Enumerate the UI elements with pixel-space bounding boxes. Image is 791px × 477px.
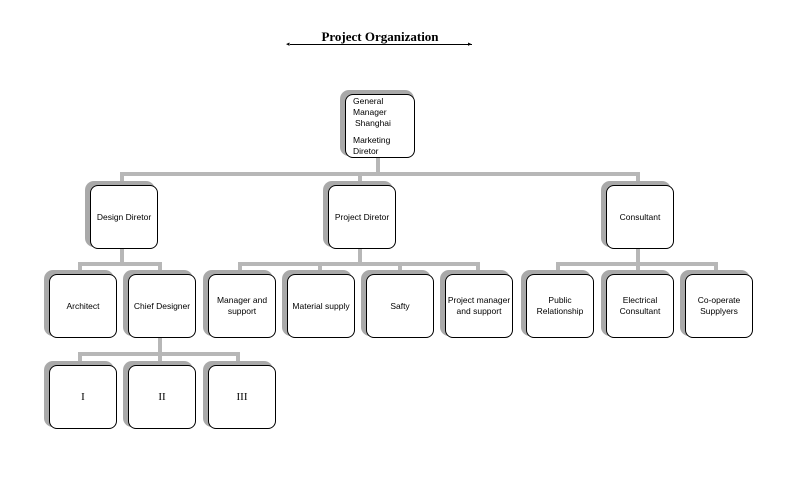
connector-to-project [358, 172, 362, 184]
node-team-3-label: III [236, 390, 248, 403]
node-cooperate-supplyers-line2: Supplyers [700, 306, 738, 316]
chart-title: Project Organization [321, 29, 439, 44]
node-general-manager: General Manager Shanghai Marketing Diret… [345, 94, 415, 158]
node-project-manager-line1: Project manager [447, 295, 511, 305]
connector-to-safty [398, 262, 402, 272]
connector-to-manager-support [238, 262, 242, 272]
node-chief-designer-label: Chief Designer [133, 300, 191, 311]
connector-level1-bar [120, 172, 640, 176]
node-project-diretor-label: Project Diretor [334, 211, 390, 222]
node-consultant-label: Consultant [619, 211, 661, 222]
node-design-diretor: Design Diretor [90, 185, 158, 249]
connector-chief-down [158, 336, 162, 356]
node-team-2-label: II [158, 390, 166, 403]
node-safty: Safty [366, 274, 434, 338]
node-material-supply: Material supply [287, 274, 355, 338]
node-architect: Architect [49, 274, 117, 338]
title-underline [290, 44, 472, 45]
node-team-1-label: I [81, 390, 85, 403]
connector-consultant-down [636, 246, 640, 266]
node-safty-label: Safty [390, 300, 410, 311]
connector-to-material-supply [318, 262, 322, 272]
connector-project-down [358, 246, 362, 266]
connector-to-architect [78, 262, 82, 272]
node-manager-and-support-line2: support [227, 306, 257, 316]
node-general-manager-title: General Manager [353, 95, 387, 117]
node-material-supply-label: Material supply [292, 300, 350, 311]
node-architect-label: Architect [66, 300, 100, 311]
connector-to-design [120, 172, 124, 184]
connector-to-electrical-consultant [636, 262, 640, 272]
node-manager-and-support-line1: Manager and [216, 295, 268, 305]
connector-design-bar [78, 262, 162, 266]
node-electrical-consultant-line2: Consultant [619, 306, 661, 316]
connector-to-team-1 [78, 352, 82, 362]
node-consultant: Consultant [606, 185, 674, 249]
connector-project-bar [238, 262, 480, 266]
node-team-1: I [49, 365, 117, 429]
title-underline-left-cap: ◂ [286, 40, 290, 48]
connector-to-project-manager [476, 262, 480, 272]
node-electrical-consultant: Electrical Consultant [606, 274, 674, 338]
node-manager-and-support: Manager and support [208, 274, 276, 338]
node-public-relationship: Public Relationship [526, 274, 594, 338]
node-general-manager-location: Shanghai [355, 117, 391, 128]
connector-to-team-3 [236, 352, 240, 362]
node-project-manager-and-support: Project manager and support [445, 274, 513, 338]
node-project-diretor: Project Diretor [328, 185, 396, 249]
connector-to-cooperate-supplyers [714, 262, 718, 272]
connector-to-chief-designer [158, 262, 162, 272]
node-electrical-consultant-line1: Electrical [622, 295, 658, 305]
connector-to-team-2 [158, 352, 162, 362]
node-cooperate-supplyers-line1: Co-operate [697, 295, 741, 305]
node-public-relationship-line1: Public [548, 295, 572, 305]
node-team-3: III [208, 365, 276, 429]
connector-to-public-relationship [556, 262, 560, 272]
node-project-manager-line2: and support [456, 306, 502, 316]
connector-design-down [120, 246, 124, 266]
node-marketing-diretor: Marketing Diretor [353, 134, 391, 156]
title-underline-right-cap: ▸ [468, 40, 472, 48]
connector-root-down [376, 155, 380, 176]
node-cooperate-supplyers: Co-operate Supplyers [685, 274, 753, 338]
connector-to-consultant [636, 172, 640, 184]
node-public-relationship-line2: Relationship [536, 306, 584, 316]
node-chief-designer: Chief Designer [128, 274, 196, 338]
node-design-diretor-label: Design Diretor [96, 211, 152, 222]
node-team-2: II [128, 365, 196, 429]
